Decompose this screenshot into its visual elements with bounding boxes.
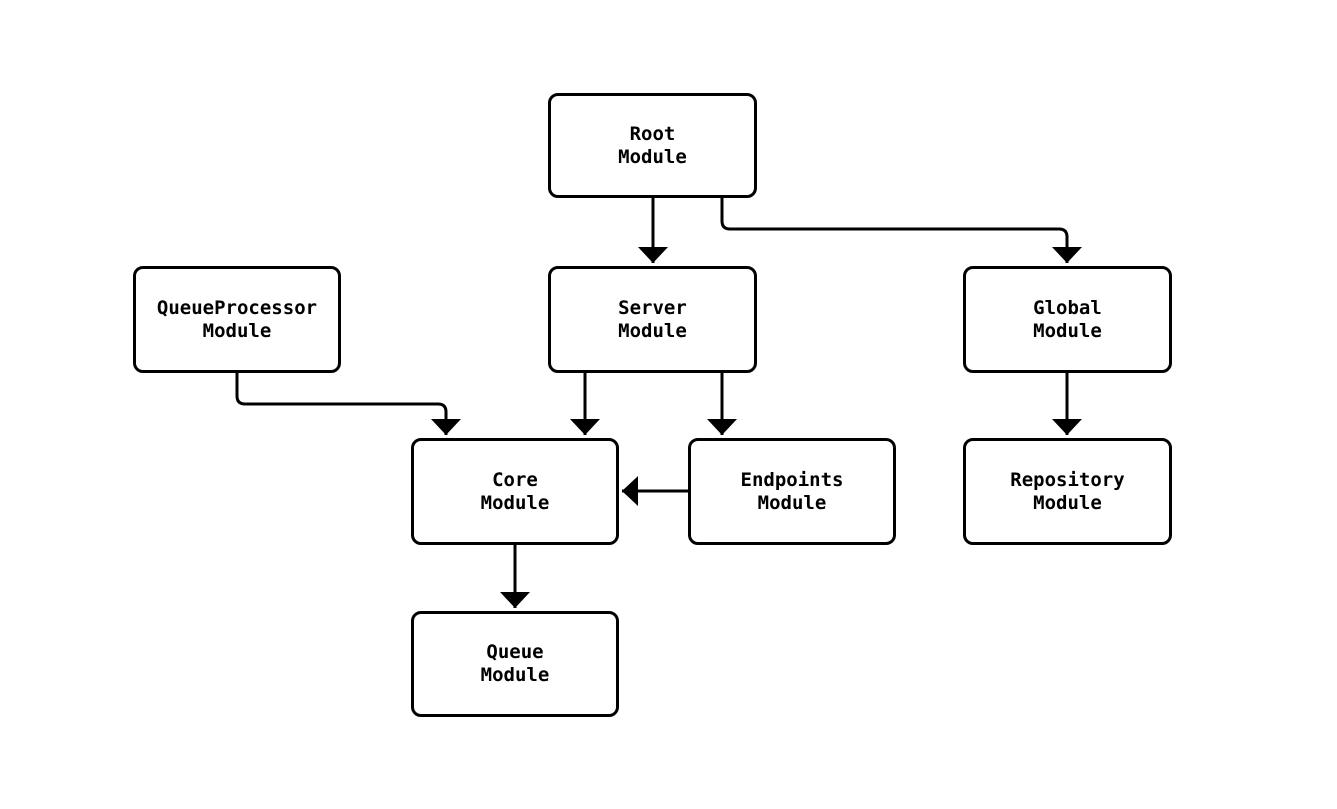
node-queueprocessor-module: QueueProcessor Module — [133, 266, 341, 373]
node-label-server: Server Module — [618, 296, 687, 342]
node-queue-module: Queue Module — [411, 611, 619, 717]
node-label-repository: Repository Module — [1010, 468, 1125, 514]
node-repository-module: Repository Module — [963, 438, 1172, 545]
node-label-queue: Queue Module — [480, 641, 550, 686]
edge-root-to-global — [720, 198, 1082, 263]
node-global-module: Global Module — [963, 266, 1172, 373]
node-label-endpoints: Endpoints Module — [740, 468, 844, 514]
node-label-queueprocessor: QueueProcessor Module — [156, 296, 318, 342]
node-server-module: Server Module — [548, 266, 757, 373]
edge-group — [235, 198, 1082, 608]
node-label-core: Core Module — [480, 468, 550, 514]
node-endpoints-module: Endpoints Module — [688, 438, 896, 545]
edge-queueprocessor-to-core — [235, 373, 461, 435]
node-root-module: Root Module — [548, 93, 757, 198]
node-label-global: Global Module — [1033, 296, 1102, 342]
node-core-module: Core Module — [411, 438, 619, 545]
node-label-root: Root Module — [618, 122, 687, 168]
